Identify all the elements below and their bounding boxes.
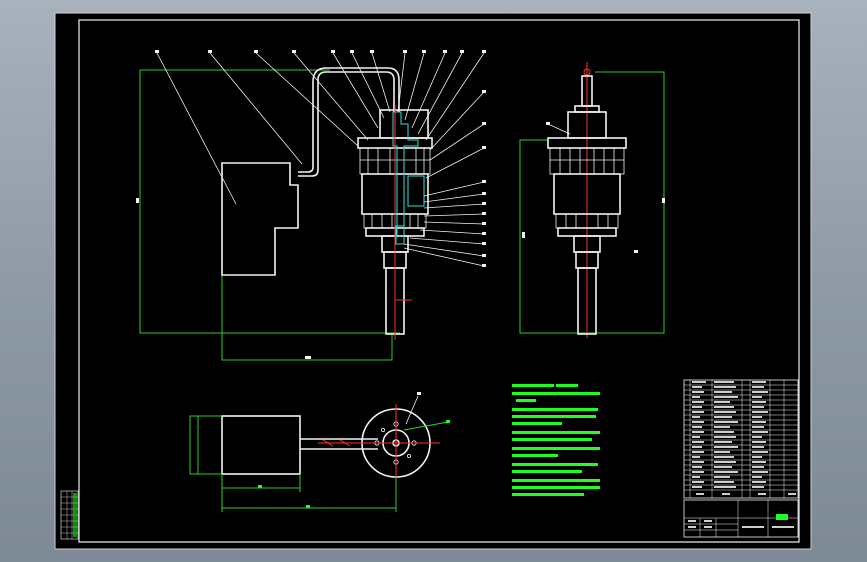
technical-notes	[512, 384, 600, 496]
revision-table	[60, 490, 79, 540]
side-view	[519, 62, 665, 338]
motor-housing	[221, 162, 299, 276]
top-view	[189, 392, 450, 512]
front-view	[136, 50, 486, 361]
drawing-sheet	[54, 12, 812, 550]
title-block	[683, 379, 799, 538]
drawing-border	[78, 19, 800, 543]
